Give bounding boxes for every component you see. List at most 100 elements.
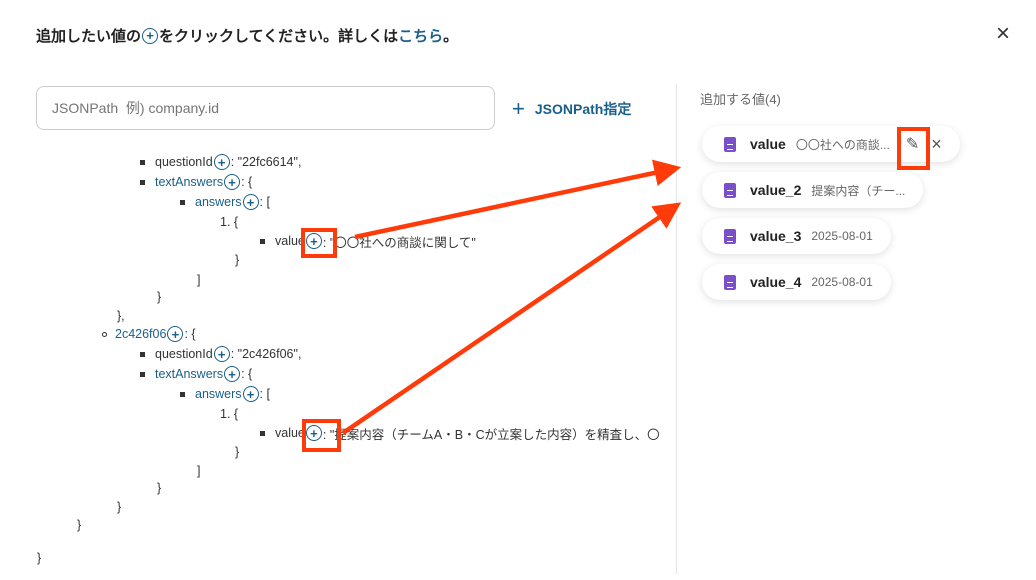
added-value-chip[interactable]: value 〇〇社への商談... ✎ × xyxy=(702,126,960,162)
bullet xyxy=(180,391,185,397)
tree-key: }, xyxy=(117,309,125,323)
added-value-chip[interactable]: value_4 2025-08-01 xyxy=(702,264,891,300)
add-value-plus-icon[interactable]: + xyxy=(213,154,230,170)
added-values-title: 追加する値(4) xyxy=(700,92,781,107)
add-value-plus-icon[interactable]: + xyxy=(305,425,322,441)
document-icon xyxy=(724,274,736,290)
tree-line: textAnswers+: { xyxy=(140,365,252,383)
tree-key: ] xyxy=(197,464,201,478)
highlight-box xyxy=(302,419,341,452)
plus-circle-icon: + xyxy=(142,27,159,44)
bullet xyxy=(180,199,185,205)
title-text: 。 xyxy=(443,28,459,45)
tree-value: : { xyxy=(241,175,253,189)
tree-key: } xyxy=(157,290,162,304)
tree-value: : [ xyxy=(259,387,270,401)
tree-line: } xyxy=(157,288,161,306)
add-value-plus-icon[interactable]: + xyxy=(242,386,259,402)
divider xyxy=(676,84,677,574)
close-icon[interactable]: × xyxy=(996,20,1011,47)
tree-line: textAnswers+: { xyxy=(140,173,252,191)
tree-key: textAnswers xyxy=(155,367,224,381)
bullet xyxy=(260,430,265,436)
bullet xyxy=(140,371,145,377)
tree-line: 1. { xyxy=(220,213,238,231)
arrow xyxy=(354,159,682,240)
title-text: をクリックしてください。詳しくは xyxy=(159,28,399,45)
jsonpath-specify-button[interactable]: + JSONPath指定 xyxy=(512,96,631,122)
chip-value: 2025-08-01 xyxy=(811,275,873,289)
document-icon xyxy=(724,136,736,152)
document-icon xyxy=(724,228,736,244)
tree-key: questionId xyxy=(155,155,213,169)
tree-key: answers xyxy=(195,387,242,401)
tree-line: ] xyxy=(197,462,200,480)
add-value-plus-icon[interactable]: + xyxy=(224,366,241,382)
tree-value: : "22fc6614", xyxy=(230,155,302,169)
highlight-box xyxy=(897,127,930,170)
tree-key: } xyxy=(235,253,240,267)
tree-key: textAnswers xyxy=(155,175,224,189)
bullet xyxy=(140,351,145,357)
chip-name: value_2 xyxy=(750,182,802,198)
chip-value: 提案内容（チー... xyxy=(811,183,906,198)
tree-value: : "提案内容（チームA・B・Cが立案した内容）を精査し、〇 xyxy=(322,427,660,442)
tree-key: } xyxy=(77,518,82,532)
tree-key: } xyxy=(235,445,240,459)
chip-name: value_4 xyxy=(750,274,802,290)
document-icon xyxy=(724,182,736,198)
chip-value: 2025-08-01 xyxy=(811,229,873,243)
tree-value: : "〇〇社への商談に関して" xyxy=(322,235,476,250)
chip-value: 〇〇社への商談... xyxy=(795,137,890,152)
tree-line: } xyxy=(235,443,239,461)
tree-key: questionId xyxy=(155,347,213,361)
tree-key: ] xyxy=(197,273,201,287)
add-value-plus-icon[interactable]: + xyxy=(242,194,259,210)
tree-line: } xyxy=(157,479,161,497)
jsonpath-button-label: JSONPath指定 xyxy=(534,101,632,117)
tree-line: } xyxy=(117,498,121,516)
tree-key: 2c426f06 xyxy=(115,327,167,341)
tree-key: } xyxy=(157,481,162,495)
tree-value: : [ xyxy=(259,195,270,209)
add-value-plus-icon[interactable]: + xyxy=(167,326,184,342)
tree-line: questionId+: "22fc6614", xyxy=(140,153,301,171)
tree-value: : "2c426f06", xyxy=(230,347,302,361)
bullet xyxy=(260,238,265,244)
add-value-plus-icon[interactable]: + xyxy=(224,174,241,190)
edit-pencil-icon[interactable]: ✎ xyxy=(905,136,920,153)
tree-key: } xyxy=(37,551,42,565)
bullet xyxy=(140,159,145,165)
chip-name: value_3 xyxy=(750,228,802,244)
bullet xyxy=(140,179,145,185)
tree-value: : { xyxy=(241,367,253,381)
title-text: 追加したい値の xyxy=(36,28,142,45)
tree-line: answers+: [ xyxy=(180,193,270,211)
tree-line: } xyxy=(77,516,81,534)
tree-line: answers+: [ xyxy=(180,385,270,403)
tree-line: value+: "〇〇社への商談に関して" xyxy=(260,232,476,250)
tree-value: : { xyxy=(184,327,196,341)
plus-icon: + xyxy=(512,96,525,121)
help-link[interactable]: こちら xyxy=(398,28,444,45)
tree-key: value xyxy=(275,234,305,248)
tree-key: value xyxy=(275,426,305,440)
jsonpath-input[interactable] xyxy=(36,86,495,130)
tree-key: 1. { xyxy=(220,407,239,421)
tree-line: 1. { xyxy=(220,405,238,423)
tree-line: ] xyxy=(197,271,200,289)
chip-name: value xyxy=(750,136,786,152)
tree-line: 2c426f06+: { xyxy=(102,325,196,343)
tree-line: }, xyxy=(117,307,125,325)
remove-icon[interactable]: × xyxy=(931,133,942,154)
tree-key: } xyxy=(117,500,122,514)
tree-key: answers xyxy=(195,195,242,209)
added-value-chip[interactable]: value_2 提案内容（チー... xyxy=(702,172,924,208)
tree-line: questionId+: "2c426f06", xyxy=(140,345,301,363)
tree-line: } xyxy=(235,251,239,269)
add-value-plus-icon[interactable]: + xyxy=(305,233,322,249)
added-value-chip[interactable]: value_3 2025-08-01 xyxy=(702,218,891,254)
tree-line: } xyxy=(37,549,41,567)
add-value-plus-icon[interactable]: + xyxy=(213,346,230,362)
bullet xyxy=(102,331,107,337)
